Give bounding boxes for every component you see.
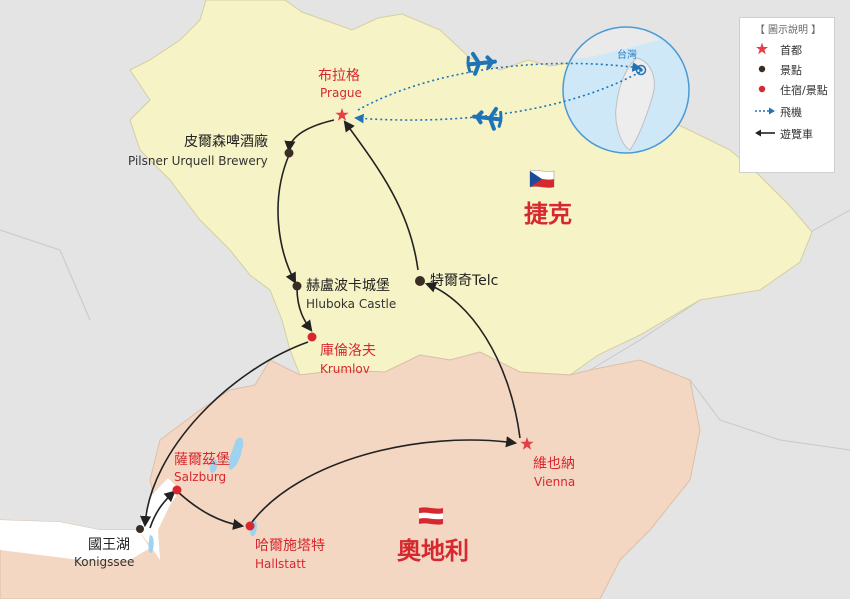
capital-star-icon: [756, 42, 768, 55]
austria-shape: [0, 351, 701, 599]
legend-label: 首都: [780, 44, 802, 57]
hluboka-marker: [292, 281, 302, 291]
prague-label-zh: 布拉格: [318, 68, 360, 84]
lake: [228, 437, 244, 470]
krumlov-label-en: Krumlov: [320, 362, 370, 376]
konigssee-marker: [136, 525, 144, 533]
airplane-icon: [466, 51, 497, 76]
salzburg-label-en: Salzburg: [174, 470, 227, 484]
legend-item-stay: 住宿/景點: [740, 80, 836, 98]
vienna-label-en: Vienna: [534, 475, 576, 489]
border-line: [0, 229, 91, 321]
czech-flag-icon: [529, 170, 555, 188]
krumlov-marker: [307, 332, 317, 342]
konigssee-label-zh: 國王湖: [88, 537, 130, 553]
czech-country-label: 捷克: [524, 199, 572, 228]
prague-star-icon: [335, 108, 349, 121]
krumlov-label-zh: 庫倫洛夫: [320, 343, 376, 359]
hallstatt-marker: [245, 521, 255, 531]
legend-item-coach: 遊覽車: [740, 124, 836, 142]
flight-dotted-arrow-icon: [755, 107, 775, 115]
coach-routes: [140, 119, 521, 530]
telc-marker: [415, 276, 425, 286]
lake: [209, 459, 218, 473]
czech-republic-shape: [129, 0, 813, 376]
coach-arrow-icon: [755, 129, 775, 137]
hluboka-label-en: Hluboka Castle: [306, 297, 397, 311]
austria-flag-icon: [419, 507, 443, 525]
hallstatt-label-zh: 哈爾施塔特: [255, 538, 325, 554]
border-region: [0, 520, 150, 560]
hallstatt-label-en: Hallstatt: [255, 557, 306, 571]
legend-item-flight: 飛機: [740, 102, 836, 120]
border-line: [689, 379, 850, 451]
legend-label: 飛機: [780, 106, 802, 119]
legend-label: 景點: [780, 64, 802, 77]
stay-dot-icon: [758, 85, 766, 93]
telc-label: 特爾奇Telc: [430, 273, 499, 289]
taiwan-label: 台灣: [617, 50, 637, 61]
salzburg-marker: [172, 485, 182, 495]
sight-dot-icon: [758, 65, 766, 73]
hluboka-label-zh: 赫盧波卡城堡: [306, 278, 390, 294]
pilsner-marker: [284, 148, 294, 158]
legend-item-sight: 景點: [740, 60, 836, 78]
legend-title: 【 圖示說明 】: [754, 25, 822, 36]
legend-item-capital: 首都: [740, 40, 836, 58]
konigssee-label-en: Konigssee: [74, 555, 135, 569]
pilsner-label-en: Pilsner Urquell Brewery: [128, 154, 268, 168]
lake: [148, 535, 154, 554]
salzburg-label-zh: 薩爾茲堡: [174, 452, 230, 468]
pilsner-label-zh: 皮爾森啤酒廠: [184, 134, 268, 150]
legend-label: 遊覽車: [780, 128, 813, 141]
vienna-label-zh: 維也納: [533, 456, 575, 472]
prague-label-en: Prague: [320, 86, 362, 100]
vienna-star-icon: [520, 437, 534, 450]
map-legend: 【 圖示說明 】 首都 景點 住宿/景點 飛機 遊覽車: [739, 17, 835, 173]
flight-routes: [354, 51, 642, 131]
legend-label: 住宿/景點: [780, 84, 828, 97]
airplane-icon: [472, 106, 503, 131]
austria-country-label: 奧地利: [397, 536, 469, 565]
